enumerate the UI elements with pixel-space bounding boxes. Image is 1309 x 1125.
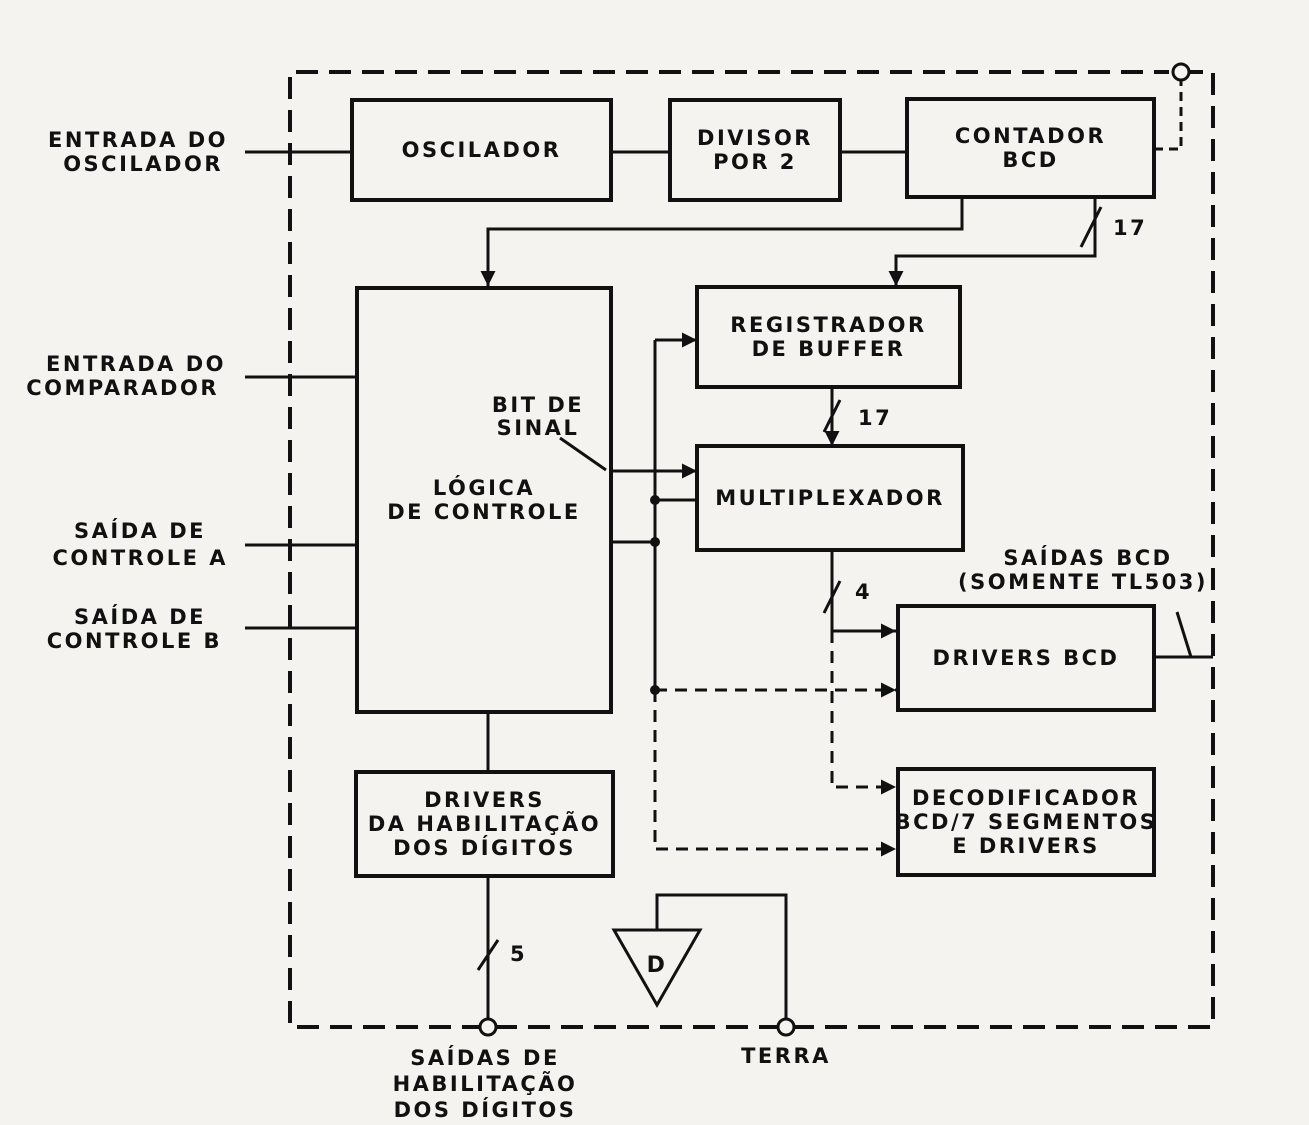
bus-width-registrador: 17 — [858, 406, 893, 430]
bit-de-sinal-leader — [559, 436, 607, 472]
junction — [650, 537, 660, 547]
habilitacao-label-1: DRIVERS — [424, 788, 545, 812]
dashed-to-decodificador — [653, 690, 896, 857]
contador-block: CONTADOR BCD — [905, 97, 1156, 199]
wire-terra — [655, 893, 788, 1019]
saidas-bcd-label-1: SAÍDAS BCD — [1003, 546, 1173, 570]
drivers-bcd-label: DRIVERS BCD — [932, 646, 1120, 670]
habilitacao-label-3: DOS DÍGITOS — [393, 836, 576, 860]
bus-width-contador: 17 — [1113, 216, 1148, 240]
multiplexador-label: MULTIPLEXADOR — [715, 486, 945, 510]
logica-label-1: LÓGICA — [432, 476, 536, 500]
saida-controle-a-label-1: SAÍDA DE — [74, 519, 206, 543]
bus-slash — [1079, 206, 1103, 248]
divisor-block: DIVISOR POR 2 — [668, 98, 842, 202]
bus-contador-registrador — [888, 198, 1097, 286]
saida-controle-b-label-1: SAÍDA DE — [74, 605, 206, 629]
pin-saidas-habilitacao — [478, 1017, 498, 1037]
saida-controle-b-label-2: CONTROLE B — [46, 629, 222, 653]
entrada-oscilador-label-2: OSCILADOR — [63, 152, 223, 176]
terra-symbol-letter: D — [646, 953, 668, 978]
saidas-habilitacao-label-3: DOS DÍGITOS — [393, 1098, 577, 1122]
bus-slash — [476, 939, 500, 971]
ic-boundary — [288, 70, 1215, 1029]
wire-contador-logica — [480, 198, 964, 286]
multiplexador-block: MULTIPLEXADOR — [695, 444, 965, 552]
contador-dashed-link — [1154, 80, 1183, 151]
junction — [650, 495, 660, 505]
drivers-bcd-block: DRIVERS BCD — [896, 604, 1156, 712]
decodificador-label-2: BCD/7 SEGMENTOS — [894, 810, 1158, 834]
entrada-oscilador-label-1: ENTRADA DO — [48, 128, 228, 152]
bus-slash — [822, 580, 842, 614]
decodificador-label-3: E DRIVERS — [952, 834, 1100, 858]
contador-label-1: CONTADOR — [954, 124, 1107, 148]
divisor-label-2: POR 2 — [713, 150, 797, 174]
drivers-habilitacao-block: DRIVERS DA HABILITAÇÃO DOS DÍGITOS — [354, 770, 615, 878]
habilitacao-label-2: DA HABILITAÇÃO — [367, 812, 602, 836]
dashed-multiplexador-decodificador — [830, 631, 896, 795]
pin-top-right — [1171, 62, 1191, 82]
saidas-habilitacao-label-2: HABILITAÇÃO — [392, 1072, 578, 1096]
entrada-comparador-label-1: ENTRADA DO — [46, 352, 226, 376]
logica-label-2: DE CONTROLE — [387, 500, 581, 524]
registrador-block: REGISTRADOR DE BUFFER — [695, 285, 962, 389]
bus-width-multiplexador: 4 — [855, 580, 873, 604]
oscilador-label: OSCILADOR — [401, 138, 562, 162]
registrador-label-1: REGISTRADOR — [730, 313, 927, 337]
logica-block: LÓGICA DE CONTROLE — [355, 286, 613, 714]
pin-terra — [776, 1017, 796, 1037]
bus-slash — [822, 399, 842, 433]
bus-width-habilitacao: 5 — [510, 942, 528, 966]
saidas-bcd-label-2: (SOMENTE TL503) — [958, 570, 1209, 594]
saidas-habilitacao-label-1: SAÍDAS DE — [410, 1046, 560, 1070]
bit-de-sinal-label-2: SINAL — [496, 416, 580, 440]
oscilador-block: OSCILADOR — [350, 98, 613, 202]
saidas-bcd-leader — [1175, 611, 1193, 658]
terra-label: TERRA — [741, 1044, 831, 1068]
registrador-label-2: DE BUFFER — [751, 337, 906, 361]
decodificador-block: DECODIFICADOR BCD/7 SEGMENTOS E DRIVERS — [894, 767, 1158, 877]
saida-controle-a-label-2: CONTROLE A — [52, 546, 228, 570]
entrada-comparador-label-2: COMPARADOR — [26, 376, 219, 400]
divisor-label-1: DIVISOR — [697, 126, 813, 150]
decodificador-label-1: DECODIFICADOR — [911, 786, 1141, 810]
contador-label-2: BCD — [1002, 148, 1059, 172]
bit-de-sinal-label-1: BIT DE — [491, 393, 585, 417]
